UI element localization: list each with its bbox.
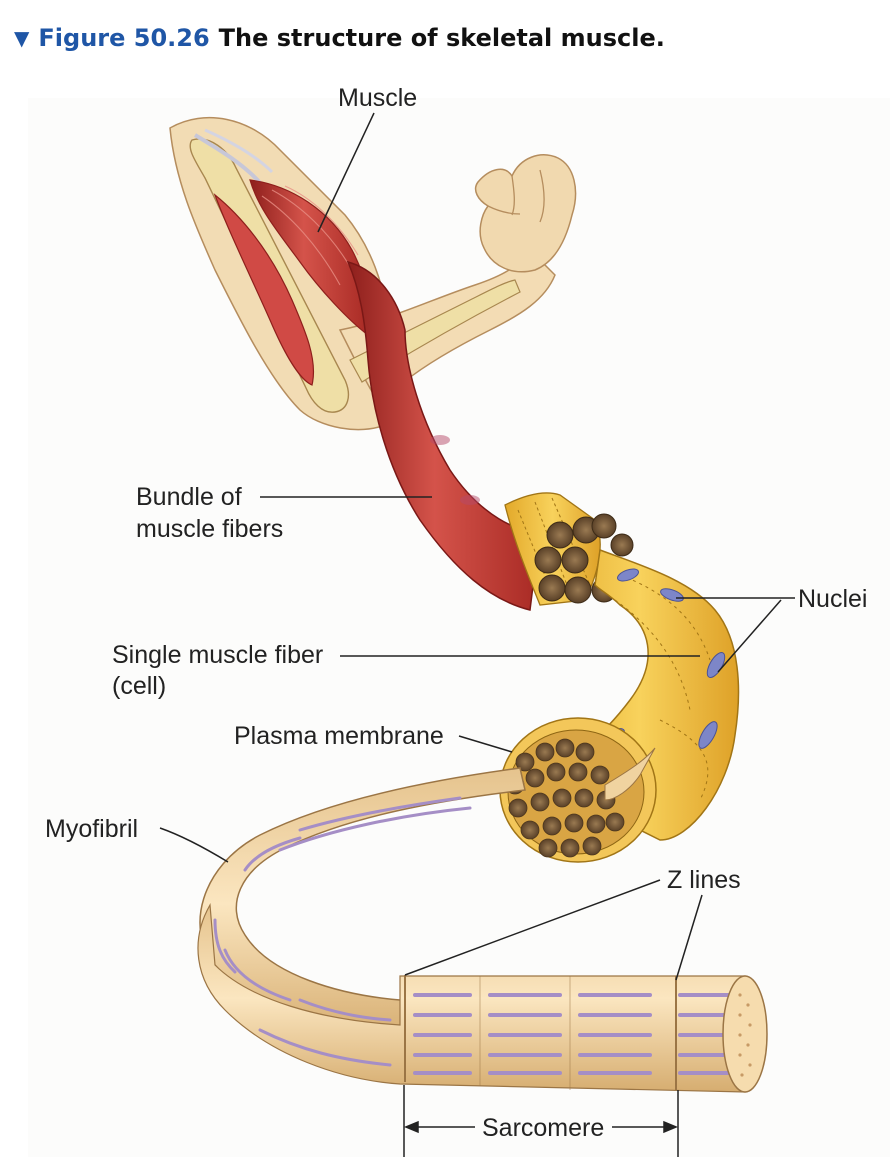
muscle-fiber-bundle	[346, 260, 634, 611]
muscle-leader-line	[317, 112, 375, 233]
label-single-fiber-line1: Single muscle fiber	[112, 641, 323, 669]
sarcomere-arrowhead-right-icon	[663, 1120, 678, 1134]
caption-marker-icon: ▼	[14, 26, 30, 50]
label-myofibril: Myofibril	[45, 815, 138, 843]
sarcomere-arrows	[404, 1120, 678, 1134]
single-muscle-fiber	[499, 548, 740, 863]
z-line-leader-right	[675, 894, 703, 981]
nuclei-leader-line-bottom	[717, 599, 782, 673]
label-plasma-membrane: Plasma membrane	[234, 722, 444, 750]
label-nuclei: Nuclei	[798, 585, 867, 613]
myofibril-leader-line	[159, 827, 229, 863]
plasma-membrane-leader-line	[458, 735, 513, 753]
label-bundle-line1: Bundle of	[136, 483, 242, 511]
label-muscle: Muscle	[338, 84, 417, 112]
leader-lines	[159, 112, 795, 1157]
label-single-fiber-line2: (cell)	[112, 672, 166, 700]
figure-title: The structure of skeletal muscle.	[218, 24, 665, 52]
sarcomere-arrowhead-left-icon	[404, 1120, 419, 1134]
label-bundle-line2: muscle fibers	[136, 515, 283, 543]
label-sarcomere: Sarcomere	[482, 1114, 604, 1142]
myofibril	[197, 767, 768, 1093]
figure-caption: ▼ Figure 50.26 The structure of skeletal…	[14, 18, 665, 58]
z-line-leader-left	[404, 879, 661, 976]
figure-number: Figure 50.26	[38, 24, 210, 52]
label-z-lines: Z lines	[667, 866, 741, 894]
